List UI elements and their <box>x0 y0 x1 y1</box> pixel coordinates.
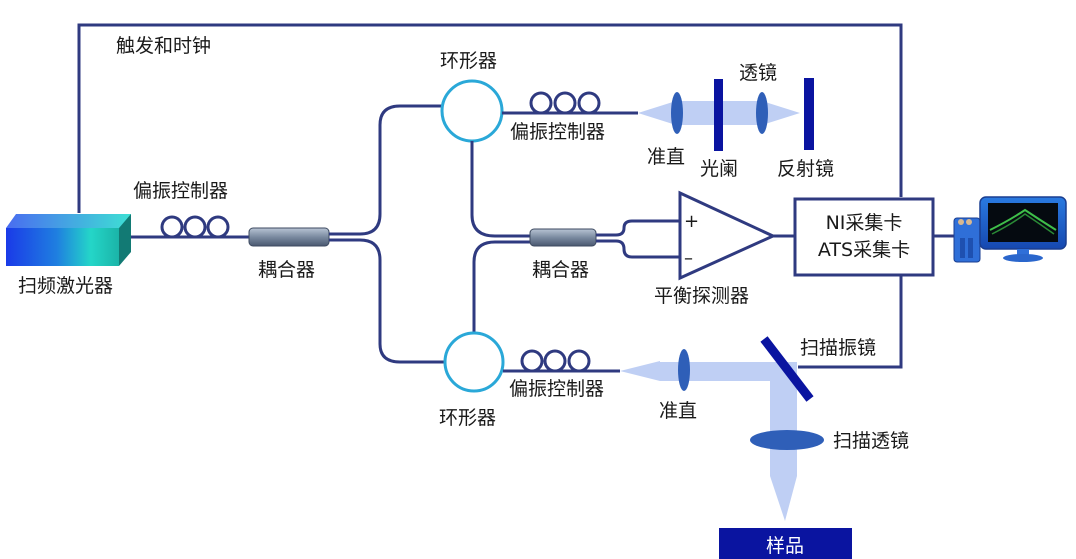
pc-main-label: 偏振控制器 <box>133 180 228 202</box>
aperture <box>714 79 723 151</box>
fiber-sample-circ-to-det <box>472 240 531 332</box>
laser-label: 扫频激光器 <box>18 275 113 297</box>
circulator-ref <box>440 79 504 143</box>
collimator-sample-label: 准直 <box>659 400 697 422</box>
scan-lens <box>750 430 824 450</box>
daq-ats-label: ATS采集卡 <box>818 239 910 261</box>
daq-to-galvo-line <box>798 275 903 369</box>
pc-ref-label: 偏振控制器 <box>510 121 605 143</box>
coupler-det-label: 耦合器 <box>532 259 589 281</box>
coupler-main <box>248 227 330 247</box>
sample-label: 样品 <box>766 535 804 557</box>
laser-box-icon <box>6 214 131 266</box>
scan-lens-label: 扫描透镜 <box>833 430 909 452</box>
sample-beam-focus <box>770 476 797 521</box>
daq-box <box>793 197 935 277</box>
computer-icon <box>953 196 1067 263</box>
sample-beam-down <box>770 381 797 476</box>
circulator-ref-label: 环形器 <box>440 50 497 72</box>
sample-box <box>719 528 852 559</box>
detector-plus: + <box>684 211 699 232</box>
daq-ni-label: NI采集卡 <box>826 212 903 234</box>
trigger-clock-label: 触发和时钟 <box>116 35 211 57</box>
fiber-ref-circ-to-det <box>470 141 531 238</box>
circulator-sample-label: 环形器 <box>439 407 496 429</box>
balanced-detector <box>678 190 777 281</box>
galvo-label: 扫描振镜 <box>800 337 876 359</box>
circulator-sample <box>443 331 505 393</box>
fiber-to-det-plus <box>596 219 680 237</box>
polarization-controller-ref <box>529 91 601 115</box>
trigger-clock-line <box>77 23 903 213</box>
sample-beam <box>660 362 797 381</box>
collimator-ref-lens <box>671 92 683 134</box>
ref-beam-converge <box>762 101 800 125</box>
polarization-controller-main <box>160 215 230 239</box>
detector-minus: – <box>684 248 693 269</box>
mirror-label: 反射镜 <box>777 158 834 180</box>
ref-lens <box>756 92 768 134</box>
coupler-main-label: 耦合器 <box>258 259 315 281</box>
collimator-sample-lens <box>678 349 690 391</box>
ref-lens-label: 透镜 <box>739 62 777 84</box>
collimator-ref-label: 准直 <box>647 146 685 168</box>
sample-beam-diverge <box>620 361 660 381</box>
pc-sample-label: 偏振控制器 <box>509 378 604 400</box>
galvo-mirror <box>760 336 814 402</box>
coupler-detector <box>529 228 597 247</box>
aperture-label: 光阑 <box>700 158 738 180</box>
fiber-to-sample-circulator <box>329 238 444 364</box>
fiber-to-det-minus <box>596 239 680 259</box>
polarization-controller-sample <box>520 349 591 373</box>
ref-beam-diverge <box>638 101 676 125</box>
detector-label: 平衡探测器 <box>654 285 749 307</box>
fiber-to-ref-circulator <box>329 104 442 236</box>
reference-mirror <box>804 78 814 150</box>
